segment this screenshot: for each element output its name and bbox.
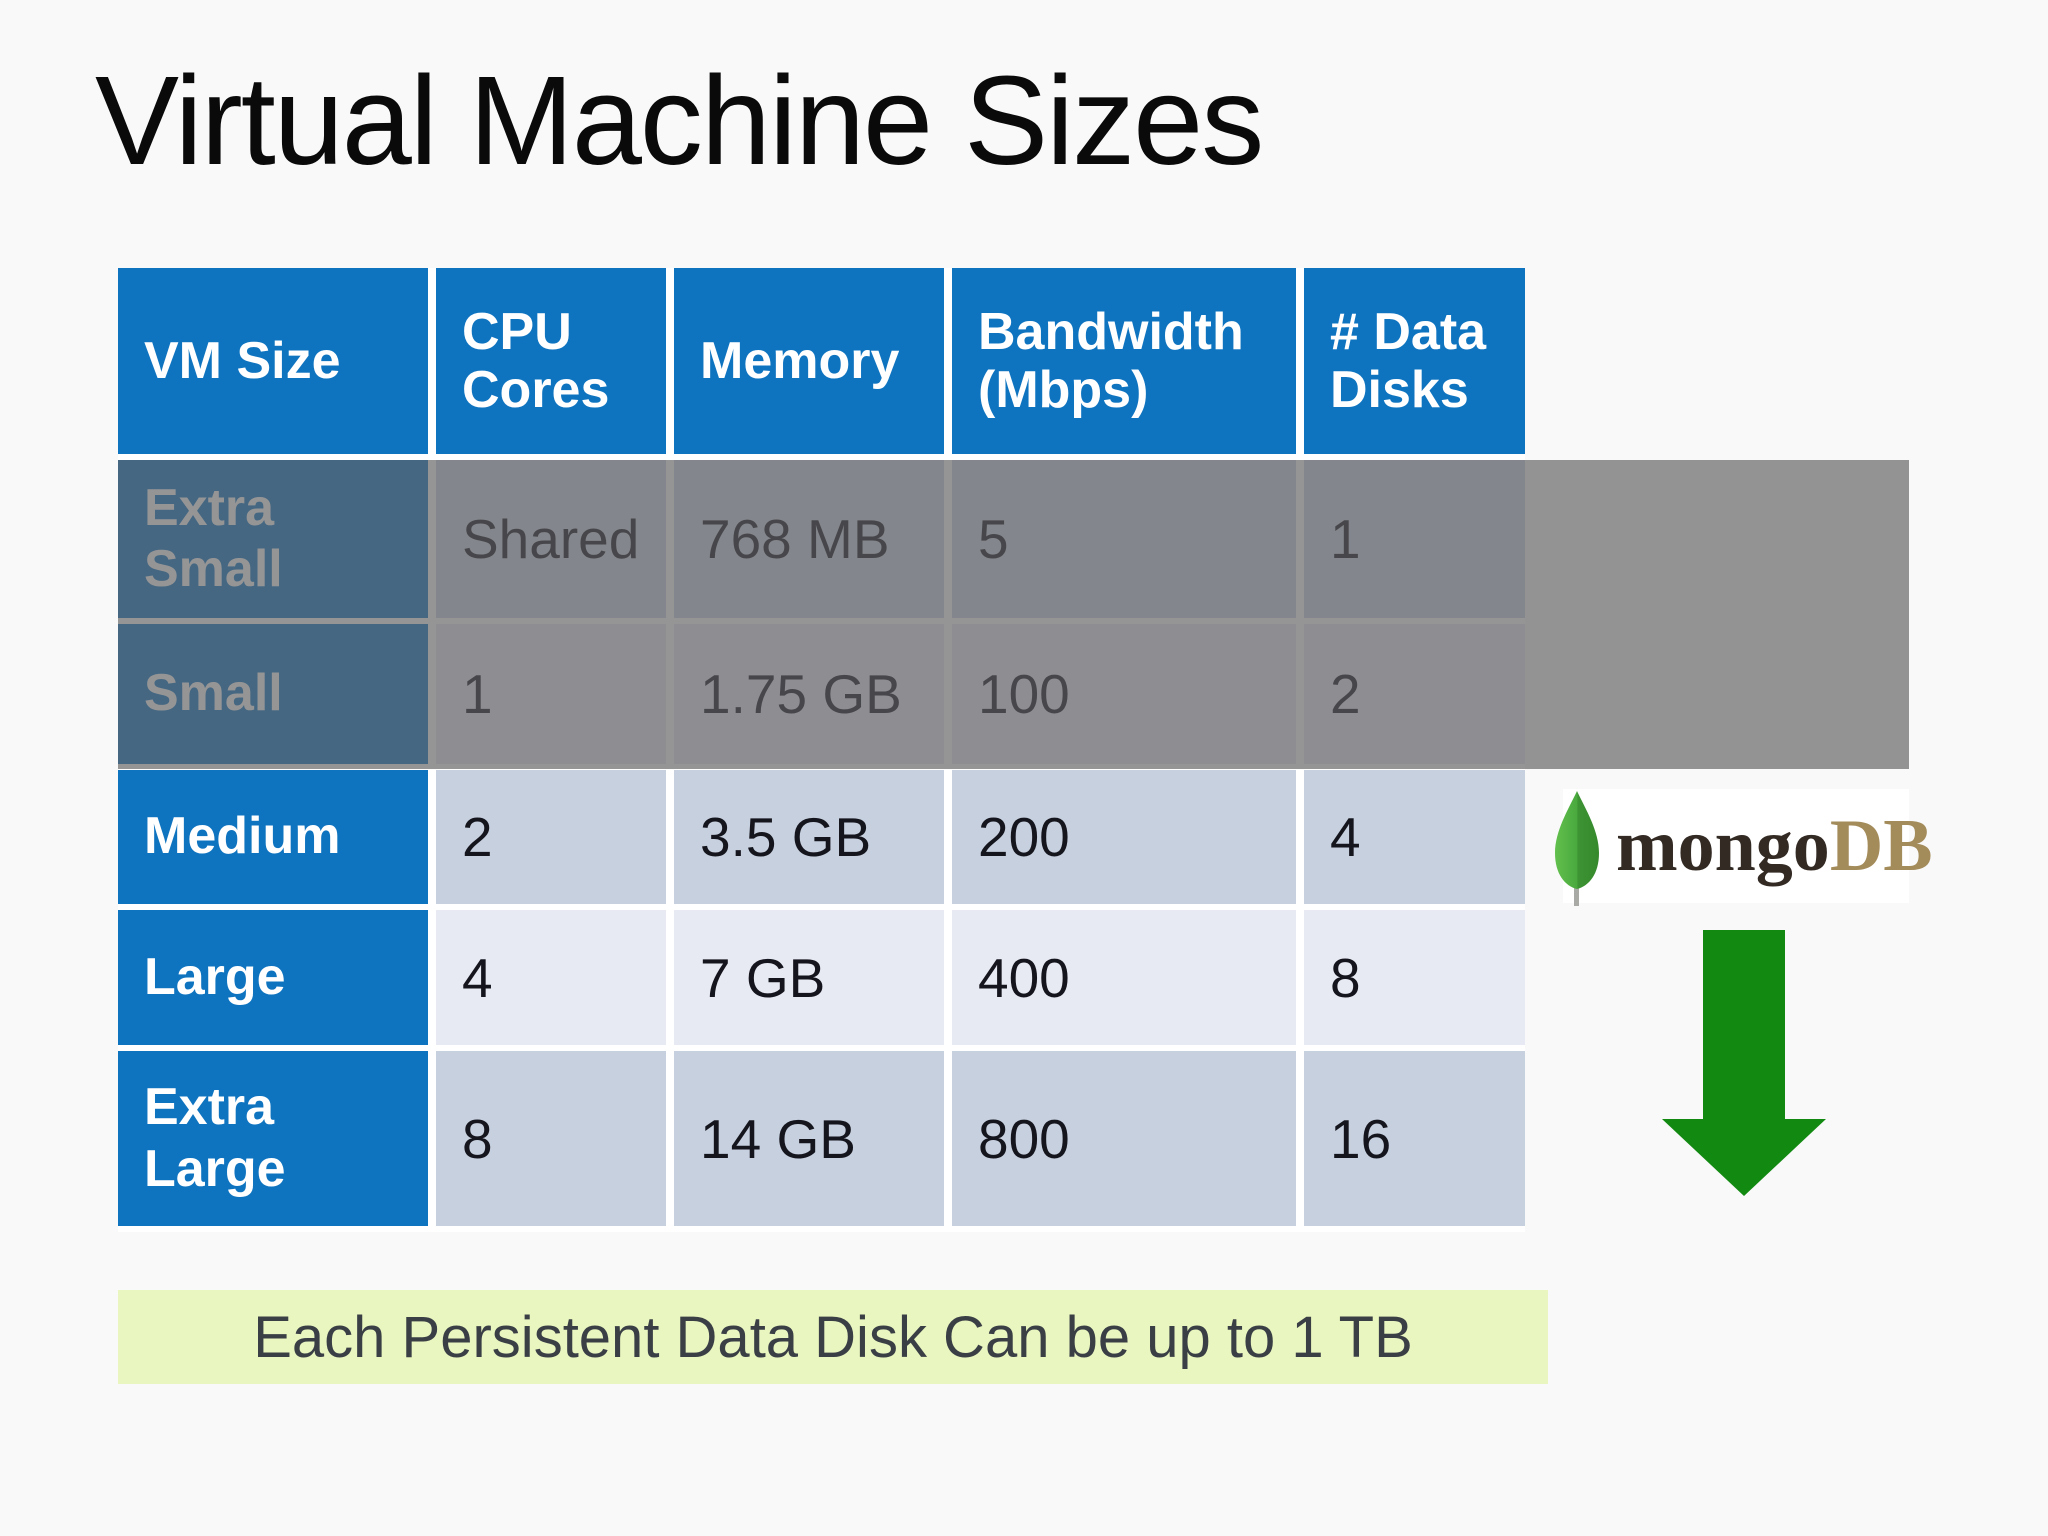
mongodb-leaf-icon: [1555, 791, 1599, 906]
header-cpu-cores: CPU Cores: [436, 268, 666, 454]
row-medium-bandwidth: 200: [952, 770, 1296, 904]
down-arrow-icon: [1662, 930, 1826, 1196]
page-title: Virtual Machine Sizes: [95, 50, 1264, 191]
row-extra-large-label: Extra Large: [118, 1051, 428, 1226]
row-medium-label: Medium: [118, 770, 428, 904]
mongodb-wordmark: mongoDB: [1616, 809, 1933, 883]
mongodb-wordmark-mongo: mongo: [1616, 805, 1830, 887]
mongodb-logo: mongoDB: [1563, 789, 1933, 903]
header-memory: Memory: [674, 268, 944, 454]
row-medium-memory: 3.5 GB: [674, 770, 944, 904]
row-extra-large-cpu: 8: [436, 1051, 666, 1226]
note-text: Each Persistent Data Disk Can be up to 1…: [253, 1304, 1413, 1370]
row-extra-large-memory: 14 GB: [674, 1051, 944, 1226]
row-large-cpu: 4: [436, 910, 666, 1045]
row-large-bandwidth: 400: [952, 910, 1296, 1045]
row-large-label: Large: [118, 910, 428, 1045]
note-banner: Each Persistent Data Disk Can be up to 1…: [118, 1290, 1548, 1384]
mongodb-wordmark-db: DB: [1829, 805, 1933, 887]
row-medium-cpu: 2: [436, 770, 666, 904]
header-data-disks: # Data Disks: [1304, 268, 1525, 454]
row-extra-large-disks: 16: [1304, 1051, 1525, 1226]
row-large-disks: 8: [1304, 910, 1525, 1045]
row-medium-disks: 4: [1304, 770, 1525, 904]
vm-size-table: VM Size CPU Cores Memory Bandwidth (Mbps…: [118, 268, 1525, 1232]
row-large-memory: 7 GB: [674, 910, 944, 1045]
header-vm-size: VM Size: [118, 268, 428, 454]
dimmed-rows-overlay: [118, 460, 1909, 769]
header-bandwidth: Bandwidth (Mbps): [952, 268, 1296, 454]
row-extra-large-bandwidth: 800: [952, 1051, 1296, 1226]
